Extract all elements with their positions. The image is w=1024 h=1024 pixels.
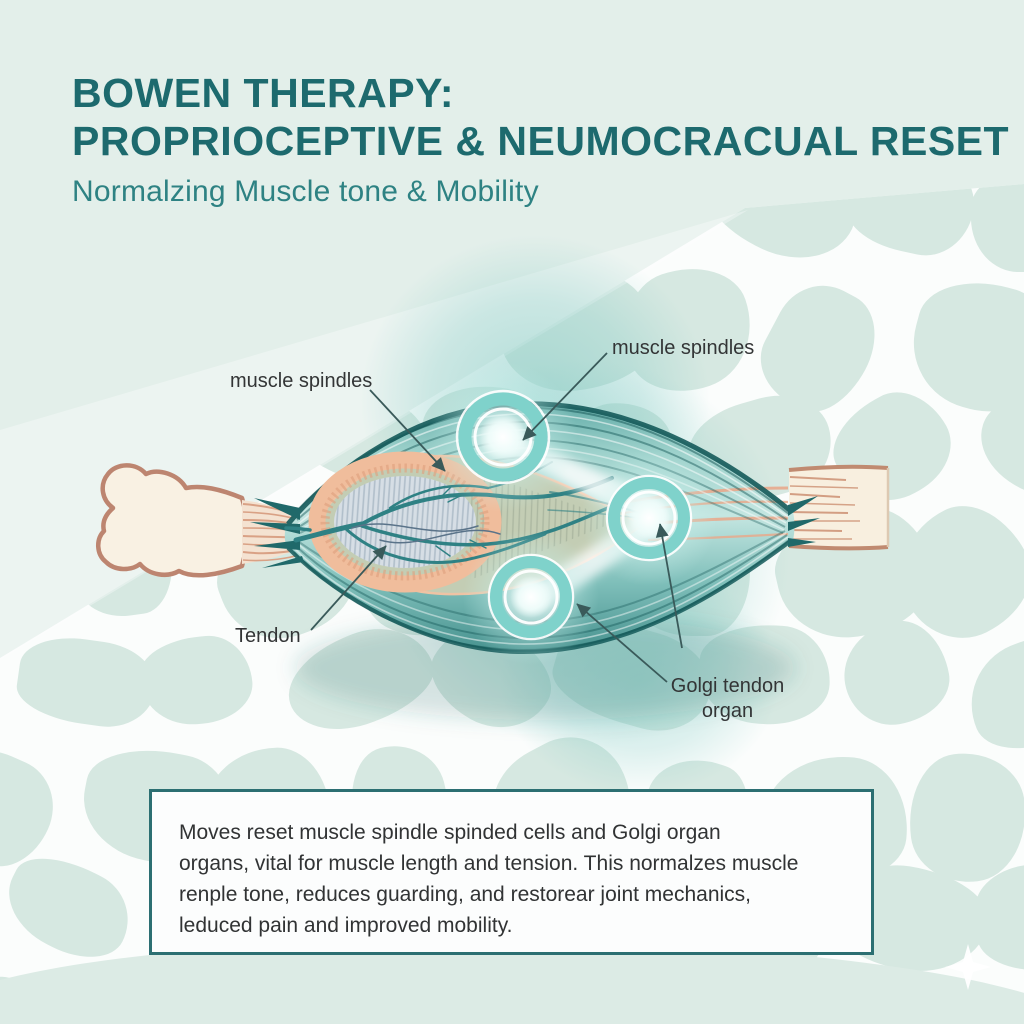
glow-circle-top (428, 362, 578, 512)
description-line: leduced pain and improved mobility. (179, 914, 513, 937)
label-muscle-spindles-right: muscle spindles (612, 337, 755, 359)
leader-muscle-spindles-left (369, 389, 446, 472)
right-tendon-bone (788, 464, 890, 551)
label-tendon: Tendon (235, 625, 301, 647)
label-golgi-tendon-organ: Golgi tendon organ (660, 674, 795, 724)
leader-golgi-bottom (576, 603, 668, 683)
description-box: Moves reset muscle spindle spinded cells… (149, 789, 874, 955)
description-line: Moves reset muscle spindle spinded cells… (179, 821, 721, 844)
glow-circle-bottom (463, 529, 599, 665)
leader-golgi-middle (655, 523, 683, 649)
left-bone (96, 463, 250, 578)
label-muscle-spindles-left: muscle spindles (230, 370, 373, 392)
glow-circle-middle (581, 450, 717, 586)
description-line: organs, vital for muscle length and tens… (179, 852, 799, 875)
label-golgi-line2: organ (701, 700, 754, 722)
page-title-line2: PROPRIOCEPTIVE & NEUMOCRACUAL RESET (72, 117, 1010, 164)
page-title-line1: BOWEN THERAPY: (72, 70, 455, 116)
leader-tendon (310, 545, 387, 631)
leader-lines (310, 352, 683, 683)
title-block: BOWEN THERAPY: PROPRIOCEPTIVE & NEUMOCRA… (72, 70, 1009, 209)
description-line: renple tone, reduces guarding, and resto… (179, 883, 752, 906)
page-subtitle: Normalzing Muscle tone & Mobility (72, 174, 539, 208)
leader-muscle-spindles-right (522, 352, 608, 441)
label-golgi-line1: Golgi tendon (670, 675, 785, 697)
